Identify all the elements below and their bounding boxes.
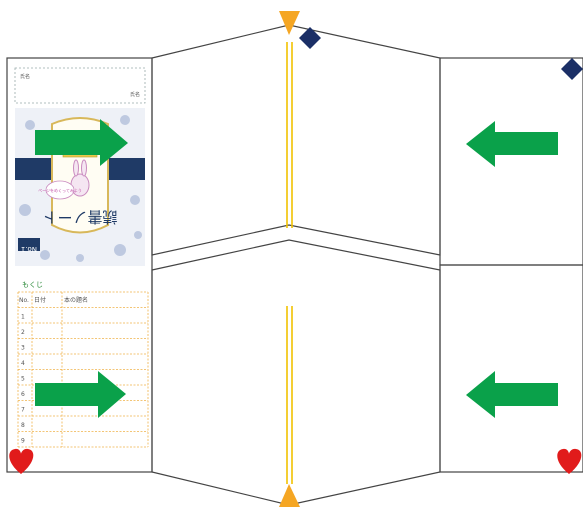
name-label-right: 氏名 bbox=[130, 91, 140, 98]
heart-marker-right bbox=[557, 448, 582, 474]
toc-row-number: 9 bbox=[21, 438, 25, 445]
bottom-hexagon-panel bbox=[151, 239, 441, 506]
triangle-marker-bottom bbox=[279, 484, 300, 507]
toc-row-number: 4 bbox=[21, 360, 25, 367]
toc-row-number: 8 bbox=[21, 422, 25, 429]
toc-header-title: 本の題名 bbox=[64, 296, 88, 304]
cover-panel bbox=[6, 57, 153, 473]
triangle-marker-top bbox=[279, 11, 300, 35]
diamond-marker-center bbox=[299, 27, 321, 49]
arrow-top-left bbox=[35, 119, 128, 166]
speech-bubble bbox=[45, 180, 75, 200]
toc-row-number: 7 bbox=[21, 407, 25, 414]
toc-row-number: 6 bbox=[21, 391, 25, 398]
arrow-bottom-right bbox=[466, 371, 558, 418]
top-hexagon-panel bbox=[151, 24, 441, 256]
heart-marker-left bbox=[9, 448, 34, 474]
toc-header-date: 日付 bbox=[34, 296, 46, 304]
flower-pattern bbox=[19, 115, 142, 262]
cover-artwork: 氏名 氏名 ページをめくってみよう 読書ノート No.1 bbox=[14, 67, 146, 266]
right-top-panel bbox=[439, 57, 583, 266]
toc-row-number: 5 bbox=[21, 376, 25, 383]
volume-badge bbox=[18, 238, 40, 251]
arrow-bottom-left bbox=[35, 371, 126, 418]
name-box bbox=[14, 67, 146, 104]
toc-grid: No. 日付 本の題名 1 2 3 4 5 6 7 8 9 bbox=[17, 291, 149, 448]
fold-lines bbox=[286, 42, 293, 484]
volume-badge-text: No.1 bbox=[21, 245, 37, 253]
speech-bubble-text: ページをめくってみよう bbox=[38, 187, 82, 193]
cover-title: 読書ノート bbox=[42, 208, 117, 226]
toc-row-number: 1 bbox=[21, 314, 25, 321]
right-bottom-panel bbox=[439, 264, 583, 473]
name-label-left: 氏名 bbox=[20, 73, 30, 80]
panel-outlines bbox=[6, 24, 583, 506]
toc-section: もくじ No. 日付 本の題名 1 2 3 4 5 6 7 8 9 bbox=[17, 281, 149, 448]
toc-heading: もくじ bbox=[22, 281, 43, 289]
arrow-top-right bbox=[466, 121, 558, 167]
toc-row-number: 3 bbox=[21, 345, 25, 352]
toc-header-no: No. bbox=[19, 297, 29, 304]
diamond-marker-right bbox=[561, 58, 583, 80]
toc-row-number: 2 bbox=[21, 329, 25, 336]
